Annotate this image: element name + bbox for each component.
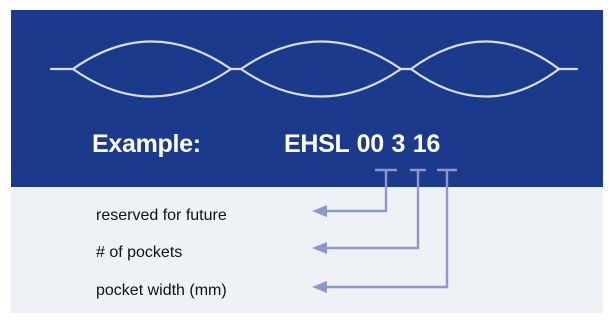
arrowhead-width xyxy=(312,281,327,293)
arrowhead-pockets xyxy=(312,242,327,254)
code-explanation-panel: Example: EHSL 00 3 16 reserved for futur… xyxy=(11,10,603,313)
connector-width xyxy=(327,170,449,289)
legend-pockets: # of pockets xyxy=(96,244,183,261)
pocket-strip-illustration xyxy=(49,40,579,98)
connector-lines xyxy=(312,168,457,293)
legend-pocket-width: pocket width (mm) xyxy=(96,282,227,299)
connector-reserved xyxy=(327,170,388,213)
connector-pockets xyxy=(327,170,420,250)
product-code: EHSL 00 3 16 xyxy=(284,130,440,158)
arrowhead-reserved xyxy=(312,205,327,217)
legend-area xyxy=(11,187,603,313)
header-band: Example: EHSL 00 3 16 xyxy=(11,10,603,187)
legend-reserved: reserved for future xyxy=(96,207,227,224)
example-label: Example: xyxy=(92,130,201,158)
